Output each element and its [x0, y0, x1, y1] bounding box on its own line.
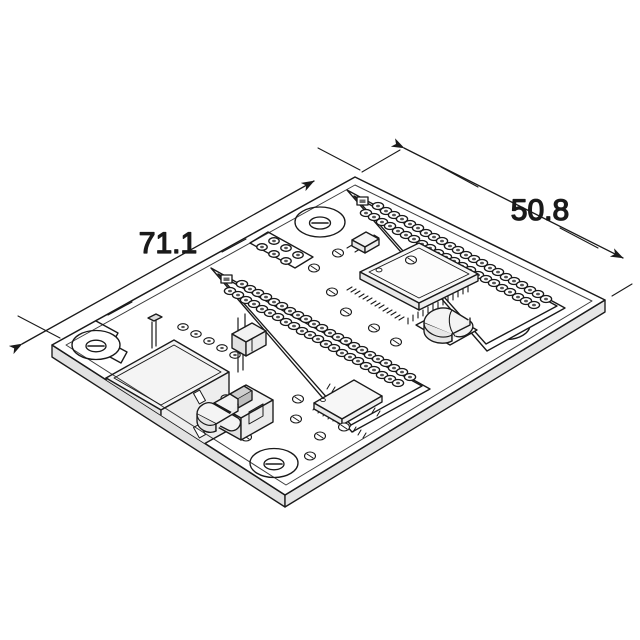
mounting-hole-left — [71, 329, 121, 361]
crystal-oscillator — [415, 307, 478, 346]
mounting-hole-bottom — [249, 447, 299, 479]
dimension-50-8 — [361, 138, 633, 297]
electrolytic-capacitor — [196, 402, 242, 433]
dimension-71-1 — [8, 147, 361, 355]
mounting-hole-top — [294, 206, 346, 238]
dimension-label-width: 50.8 — [511, 194, 569, 227]
dimension-label-length: 71.1 — [139, 227, 197, 260]
microcontroller-qfp — [346, 242, 479, 325]
ic-ssop — [312, 379, 383, 439]
transistor-sot23 — [346, 231, 380, 254]
